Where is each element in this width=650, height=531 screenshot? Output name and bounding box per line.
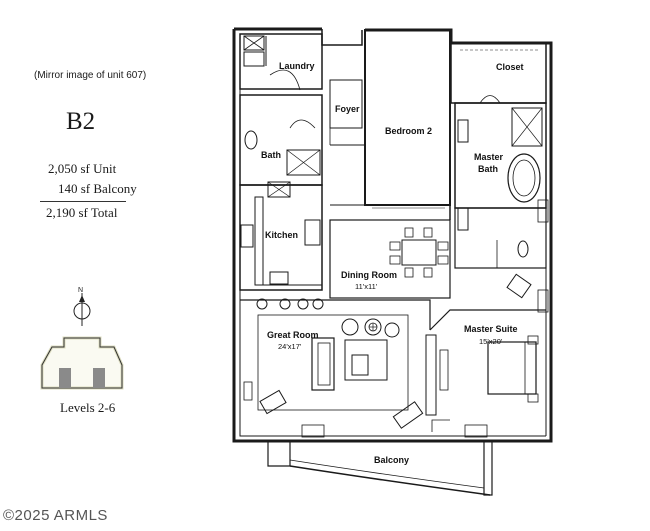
room-label-master-bath-line1: Master [474,152,504,162]
room-label-master-bath-line2: Bath [478,164,498,174]
room-label-laundry: Laundry [279,61,315,71]
room-label-bath: Bath [261,150,281,160]
copyright-watermark: ©2025 ARMLS [3,507,108,524]
room-dimension-great-room: 24'x17' [278,342,302,351]
room-label-foyer: Foyer [335,104,360,114]
north-label: N [78,287,83,294]
room-label-dining-room: Dining Room [341,270,397,280]
unit-type-title: B2 [66,108,96,135]
mirror-note: (Mirror image of unit 607) [34,70,147,81]
total-area: 2,190 sf Total [46,205,118,220]
room-label-balcony: Balcony [374,455,409,465]
room-label-closet: Closet [496,62,524,72]
key-plan [40,336,124,390]
room-dimension-dining: 11'x11' [355,282,378,291]
area-divider [40,201,126,202]
room-label-kitchen: Kitchen [265,230,298,240]
room-label-master-suite: Master Suite [464,324,518,334]
room-label-great-room: Great Room [267,330,319,340]
north-arrow-icon: N [73,287,91,326]
room-label-bedroom-2: Bedroom 2 [385,126,432,136]
balcony-area: 140 sf Balcony [58,181,137,196]
unit-area: 2,050 sf Unit [48,161,117,176]
levels-label: Levels 2-6 [60,400,116,415]
room-dimension-master-suite: 15'x20' [479,337,503,346]
